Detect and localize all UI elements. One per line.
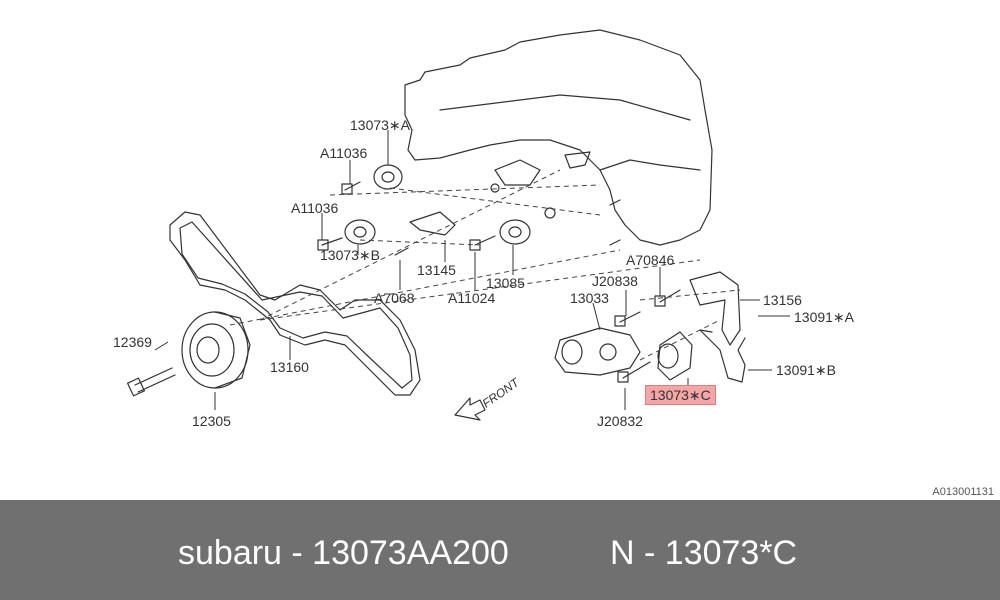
label-a7068: A7068 (374, 290, 415, 306)
bolt-12369 (134, 367, 176, 393)
idler-13073a (373, 164, 403, 190)
label-a11024: A11024 (448, 290, 496, 306)
footer-reference: N - 13073*C (610, 534, 798, 572)
label-12305: 12305 (192, 413, 231, 429)
diagram-code: A013001131 (932, 486, 994, 498)
footer-part-number: subaru - 13073AA200 (178, 534, 509, 572)
label-13033: 13033 (570, 290, 609, 306)
label-13073c-highlighted: 13073∗C (645, 385, 716, 405)
tensioner-13033 (554, 327, 641, 376)
label-13160: 13160 (270, 359, 309, 375)
crank-pulley (181, 311, 249, 389)
parts-diagram: 13073∗A A11036 A11036 13073∗B 13145 1308… (113, 29, 994, 498)
label-13073a: 13073∗A (350, 117, 410, 133)
label-13091a: 13091∗A (794, 309, 854, 325)
footer-banner: subaru - 13073AA200 N - 13073*C (0, 500, 1000, 600)
bracket-13156 (689, 271, 741, 346)
idler-13073c (657, 331, 693, 381)
label-13073b: 13073∗B (320, 247, 380, 263)
diagram-drawing (127, 29, 790, 421)
label-j20838: J20838 (592, 273, 638, 289)
label-a70846: A70846 (626, 252, 675, 268)
label-13091b: 13091∗B (776, 362, 836, 378)
label-12369: 12369 (113, 334, 152, 350)
idler-13085 (499, 219, 531, 245)
label-a11036-upper: A11036 (320, 145, 368, 161)
label-j20832: J20832 (597, 413, 643, 429)
front-arrow (454, 397, 486, 421)
label-13156: 13156 (763, 292, 802, 308)
label-13085: 13085 (486, 275, 525, 291)
label-a11036-lower: A11036 (291, 200, 339, 216)
engine-block (404, 29, 713, 246)
bracket-13145 (409, 211, 456, 236)
idler-13073b (344, 219, 376, 245)
label-13145: 13145 (417, 262, 456, 278)
